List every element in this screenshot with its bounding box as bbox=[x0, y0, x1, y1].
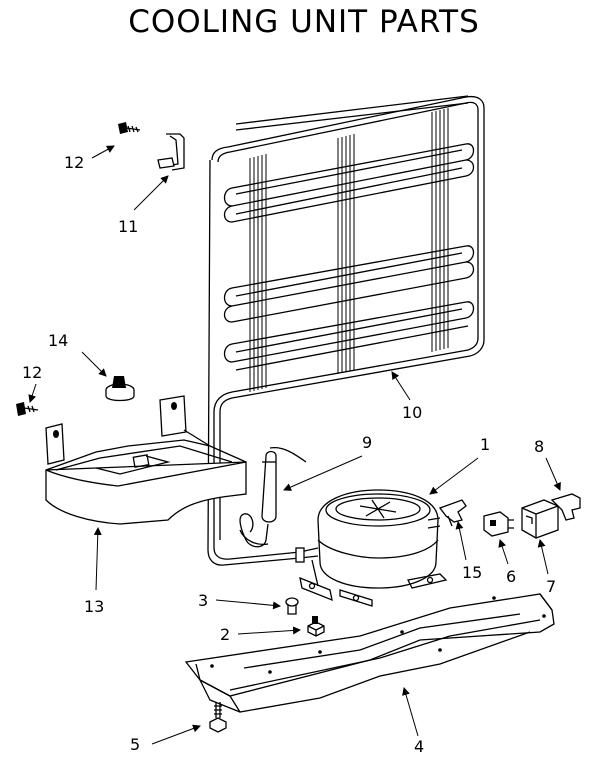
callout-7: 7 bbox=[546, 577, 556, 596]
condenser bbox=[207, 95, 485, 566]
relay bbox=[483, 511, 514, 537]
callout-13: 13 bbox=[84, 597, 104, 616]
screw-left bbox=[16, 402, 39, 416]
callout-9: 9 bbox=[362, 433, 372, 452]
relay-cover-clip bbox=[550, 493, 581, 521]
mounting-bolt bbox=[285, 597, 299, 615]
nut bbox=[307, 616, 325, 637]
callout-12-left: 12 bbox=[22, 363, 42, 382]
leader-lines bbox=[28, 145, 561, 745]
bracket bbox=[157, 133, 185, 171]
screw-top bbox=[118, 122, 141, 134]
compressor bbox=[295, 489, 448, 607]
callout-5: 5 bbox=[130, 735, 140, 754]
callout-15: 15 bbox=[462, 563, 482, 582]
screw-bottom bbox=[209, 702, 227, 733]
callout-12-top: 12 bbox=[64, 153, 84, 172]
callout-2: 2 bbox=[220, 625, 230, 644]
overload bbox=[521, 499, 559, 539]
callout-8: 8 bbox=[534, 437, 544, 456]
callout-3: 3 bbox=[198, 591, 208, 610]
callout-numbers: 1 2 3 4 5 6 7 8 9 10 11 12 12 13 14 15 bbox=[22, 153, 556, 756]
callout-4: 4 bbox=[414, 737, 424, 756]
diagram-title: COOLING UNIT PARTS bbox=[128, 4, 480, 40]
callout-14: 14 bbox=[48, 331, 68, 350]
drier bbox=[239, 446, 307, 548]
callout-1: 1 bbox=[480, 435, 490, 454]
callout-10: 10 bbox=[402, 403, 422, 422]
callout-11: 11 bbox=[118, 217, 138, 236]
base-plate bbox=[184, 593, 555, 713]
clip bbox=[438, 499, 467, 527]
callout-6: 6 bbox=[506, 567, 516, 586]
drain-pan bbox=[45, 395, 247, 525]
heater-plug bbox=[105, 376, 135, 402]
